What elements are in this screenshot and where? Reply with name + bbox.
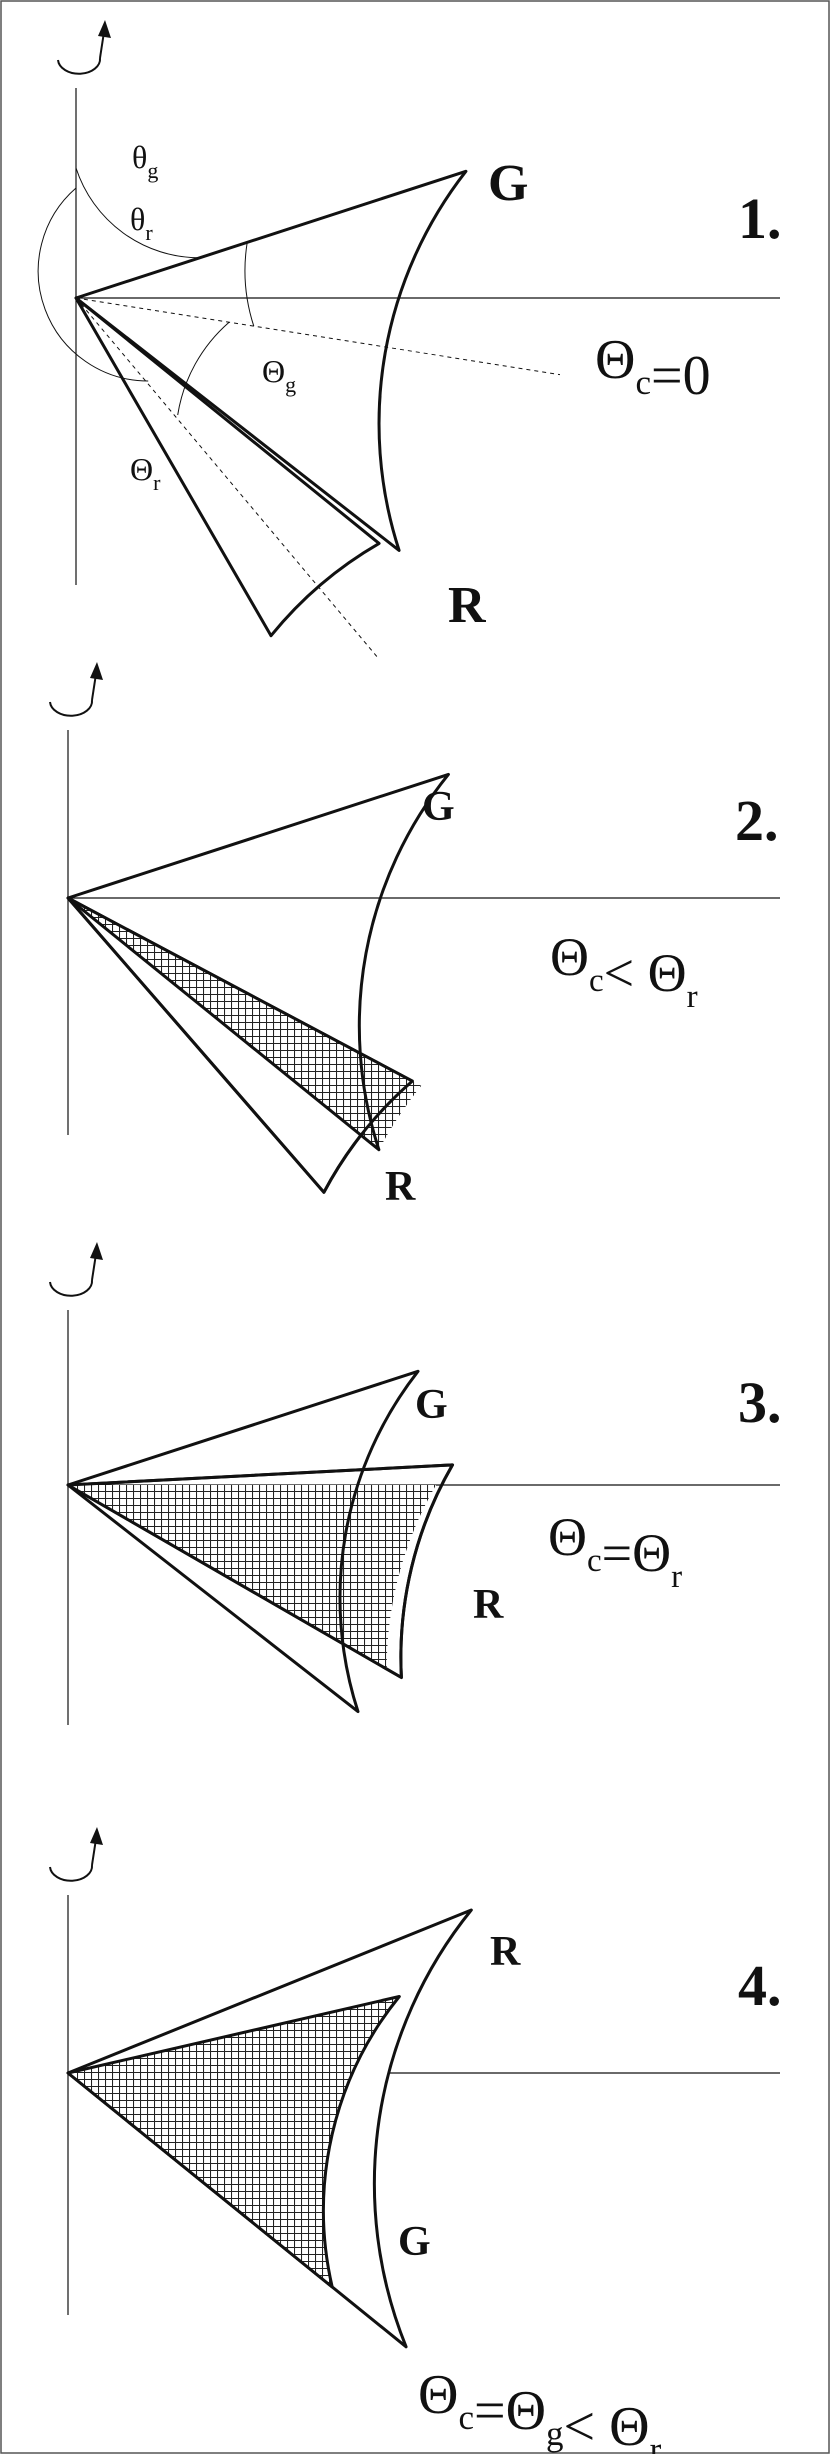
condition-formula: Θc=0 <box>595 329 711 407</box>
g-label: G <box>488 155 528 212</box>
condition-formula: Θc=Θg< Θr <box>418 2364 662 2454</box>
overlap-region <box>68 1485 436 1669</box>
g-sector <box>66 1995 401 2289</box>
angle-arc <box>37 187 149 382</box>
g-label: G <box>398 2219 431 2265</box>
g-sector <box>66 1369 420 1714</box>
angle-arc <box>177 321 230 416</box>
angle-arc <box>244 242 255 327</box>
panel-number: 2. <box>735 788 779 853</box>
r-label: R <box>490 1929 521 1975</box>
panel-4: G R 4. Θc=Θg< Θr <box>49 1827 782 2454</box>
overlap-region <box>68 898 422 1150</box>
rotation-arrow-icon <box>49 662 103 717</box>
r-sector <box>74 296 381 638</box>
rotation-arrow-icon <box>49 1827 103 1882</box>
cone-axis-line <box>75 297 561 376</box>
angle-label: Θr <box>130 451 161 495</box>
panel-2: G R 2. Θc< Θr <box>49 662 780 1210</box>
condition-formula: Θc< Θr <box>550 927 698 1015</box>
g-sector <box>66 772 450 1152</box>
rotation-arrow-icon <box>49 1242 103 1297</box>
angle-label: Θg <box>262 353 296 397</box>
cone-axis-line <box>75 297 379 659</box>
r-label: R <box>473 1582 504 1628</box>
rotation-arrow-icon <box>57 20 111 75</box>
r-label: R <box>385 1164 416 1210</box>
angle-arc <box>75 167 200 259</box>
panel-3: G R 3. Θc=Θr <box>49 1242 782 1725</box>
angle-label: θg <box>132 139 158 183</box>
panel-number: 4. <box>738 1953 782 2018</box>
panel-number: 3. <box>738 1370 782 1435</box>
g-label: G <box>415 1382 448 1428</box>
g-label: G <box>422 784 455 830</box>
condition-formula: Θc=Θr <box>548 1507 682 1595</box>
angle-label: θr <box>130 201 153 245</box>
g-sector <box>74 169 468 552</box>
panel-number: 1. <box>738 186 782 251</box>
r-label: R <box>448 577 487 634</box>
